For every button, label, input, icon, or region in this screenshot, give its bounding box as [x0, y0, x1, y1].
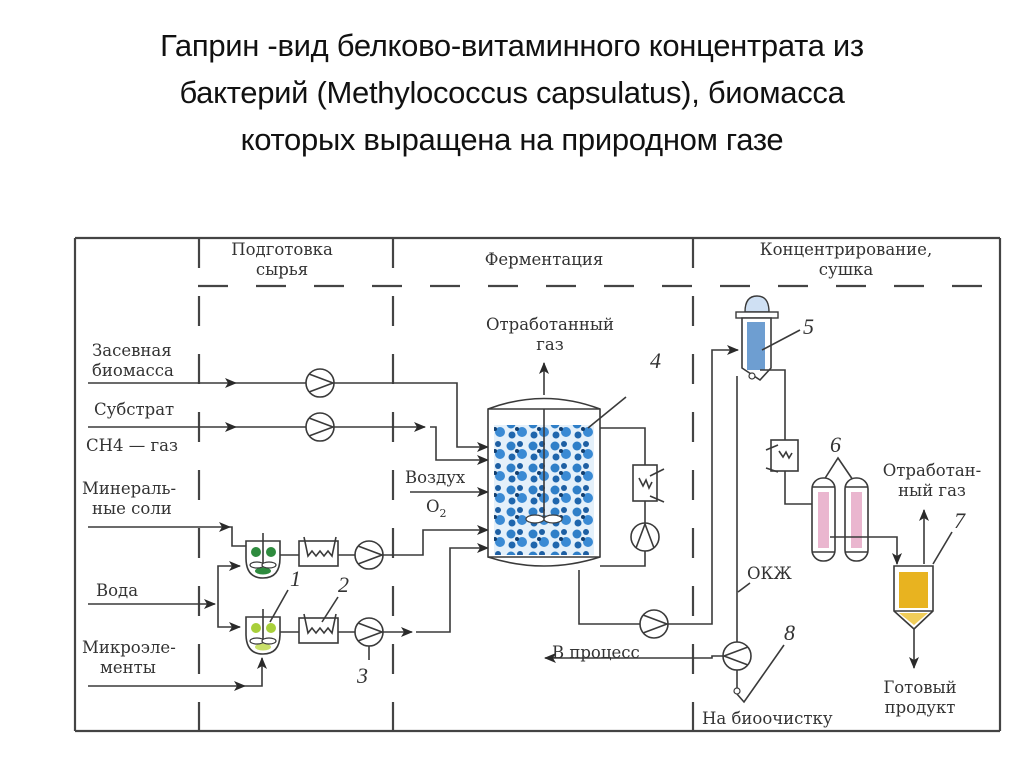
filter-left: [811, 477, 836, 562]
dryer: [893, 565, 934, 631]
component-number-4: 4: [650, 348, 661, 373]
fermenter-heat-exchanger: [632, 464, 665, 503]
label-final-product-1: Готовый: [883, 678, 956, 697]
label-exhaust-gas-fermenter-1: Отработанный: [486, 315, 614, 334]
component-number-1: 1: [290, 566, 301, 591]
flow-to-dryer: [830, 536, 902, 565]
label-mineral-salts-1: Минераль-: [82, 479, 176, 498]
component-number-5: 5: [803, 314, 814, 339]
label-culture-liquid: ОКЖ: [747, 564, 792, 583]
title-line-1: Гаприн -вид белково-витаминного концентр…: [160, 28, 864, 63]
pump-recirculation-icon: [630, 522, 660, 552]
section-label-fermentation: Ферментация: [485, 250, 604, 269]
label-mineral-salts-2: ные соли: [92, 499, 172, 518]
label-exhaust-gas-dryer-1: Отработан-: [883, 461, 981, 480]
label-to-biotreatment: На биоочистку: [702, 709, 833, 728]
label-microelements-2: менты: [100, 658, 156, 677]
mixer-lower: [245, 609, 281, 655]
label-final-product-2: продукт: [885, 698, 956, 717]
label-air: Воздух: [405, 468, 466, 487]
pump-lower-icon: [354, 617, 384, 647]
fermenter: [487, 397, 601, 567]
section-label-preparation-2: сырья: [256, 260, 308, 279]
frame: [73, 236, 1002, 733]
pump-culture-liquid-icon: [722, 641, 752, 671]
pump-substrate-icon: [305, 412, 335, 442]
component-number-7: 7: [954, 508, 966, 533]
pump-upper-icon: [354, 540, 384, 570]
pump-outflow-icon: [639, 609, 669, 639]
title-line-2: бактерий (Methylococcus capsulatus), био…: [179, 75, 845, 110]
label-microelements-1: Микроэле-: [82, 638, 176, 657]
separator-concentrate-out: [760, 369, 786, 440]
section-label-preparation-1: Подготовка: [231, 240, 333, 259]
label-exhaust-gas-dryer-2: ный газ: [898, 481, 966, 500]
fermenter-outflow: [578, 570, 640, 625]
dryer-heater: [765, 439, 799, 473]
substrate-to-fermenter: [430, 426, 489, 465]
mixer-upper: [245, 533, 281, 579]
heater-upper: [298, 536, 339, 567]
nutrient-upper-to-fermenter: [383, 525, 489, 556]
label-exhaust-gas-fermenter-2: газ: [536, 335, 563, 354]
label-substrate: Субстрат: [94, 400, 174, 419]
pump-seed-icon: [305, 368, 335, 398]
flow-to-process: [544, 653, 723, 663]
section-label-concentration-2: сушка: [819, 260, 874, 279]
recirculation-loop: [600, 427, 646, 465]
component-number-3: 3: [356, 663, 368, 688]
component-number-8: 8: [784, 620, 795, 645]
label-to-process: В процесс: [552, 643, 640, 662]
label-seed-biomass-2: биомасса: [92, 361, 174, 380]
separator: [735, 295, 779, 382]
section-label-concentration-1: Концентрирование,: [760, 240, 932, 259]
label-seed-biomass-1: Засевная: [92, 341, 172, 360]
label-water: Вода: [96, 581, 138, 600]
component-number-2: 2: [338, 572, 349, 597]
slide-title: Гаприн -вид белково-витаминного концентр…: [0, 22, 1024, 163]
label-methane: CH4 — газ: [86, 436, 178, 455]
seed-biomass-to-fermenter: [456, 382, 489, 452]
filter-right: [844, 477, 869, 562]
heater-lower: [298, 613, 339, 644]
title-line-3: которых выращена на природном газе: [240, 122, 784, 157]
flow-to-separator: [668, 345, 739, 625]
label-oxygen: O2: [426, 497, 447, 520]
nutrient-lower-to-fermenter: [416, 543, 489, 633]
component-number-6: 6: [830, 432, 841, 457]
